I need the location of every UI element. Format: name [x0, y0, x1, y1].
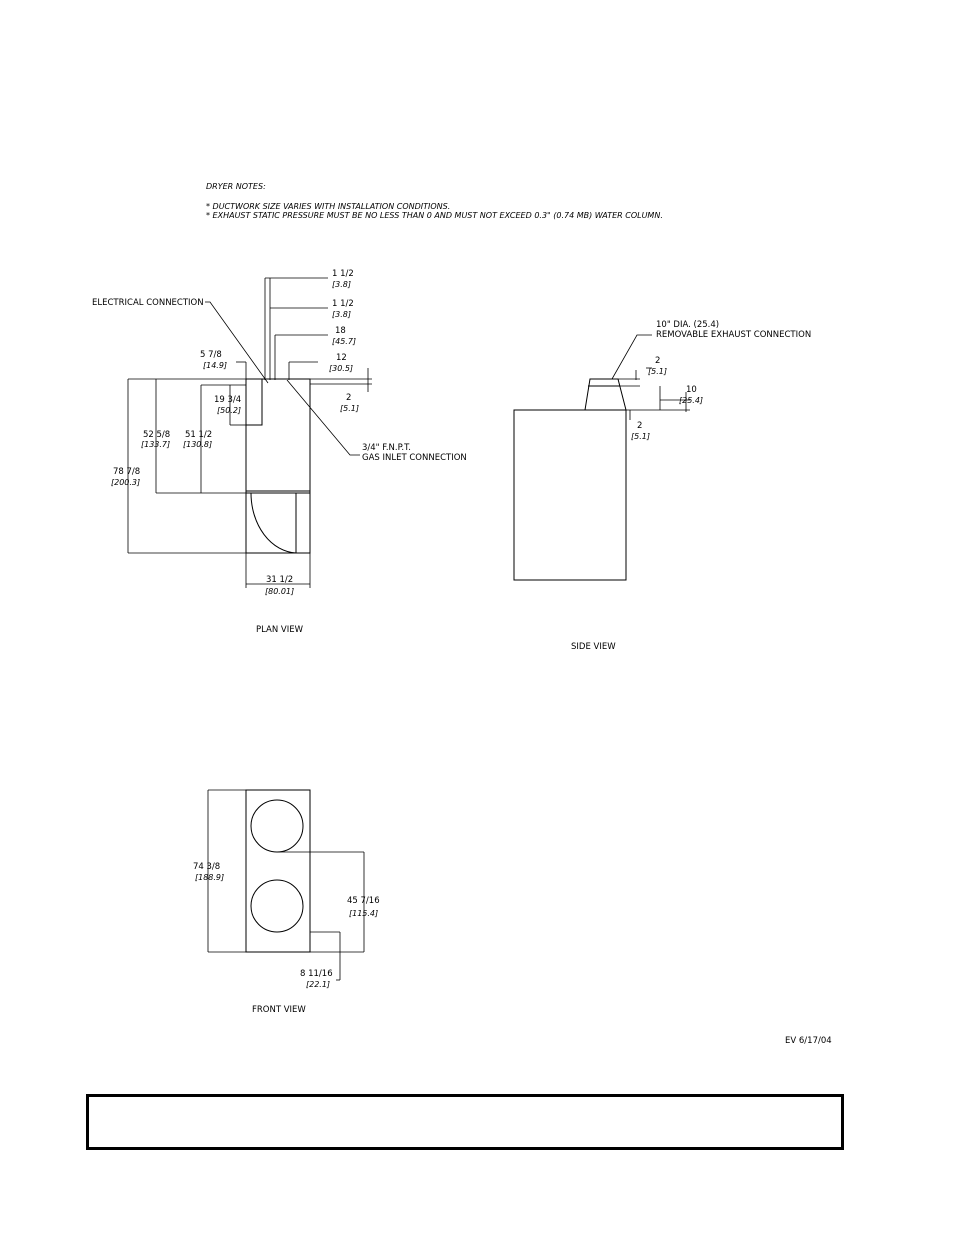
dim-label: 74 3/8 — [193, 862, 220, 872]
front-view: 74 3/8 [188.9] 45 7/16 [115.4] 8 11/16 [… — [193, 789, 380, 1015]
dim-label: [200.3] — [111, 478, 140, 487]
dim-label: [30.5] — [329, 364, 353, 373]
dim-label: [130.8] — [183, 440, 212, 449]
dim-label: [80.01] — [265, 587, 294, 596]
front-cabinet-outline — [245, 789, 311, 953]
dim-label: [14.9] — [203, 361, 227, 370]
electrical-leader — [205, 301, 269, 384]
side-cabinet-outline — [513, 409, 627, 581]
dim-label: 1 1/2 — [332, 299, 354, 309]
dim-label: [188.9] — [195, 873, 224, 882]
side-view: 10" DIA. (25.4) REMOVABLE EXHAUST CONNEC… — [513, 320, 811, 652]
notes-heading: DRYER NOTES: — [206, 182, 266, 191]
dim-label: 2 — [655, 356, 660, 366]
dim-label: 8 11/16 — [300, 969, 333, 979]
plan-door-swing-arc — [250, 492, 297, 554]
plan-door-area — [245, 492, 311, 554]
dim-label: [5.1] — [648, 367, 667, 376]
dim-label: [22.1] — [306, 980, 330, 989]
notes-line-1: * DUCTWORK SIZE VARIES WITH INSTALLATION… — [206, 202, 450, 211]
dim-label: 1 1/2 — [332, 269, 354, 279]
dim-label: 18 — [335, 326, 346, 336]
revision-stamp: EV 6/17/04 — [785, 1036, 832, 1046]
dim-label: [115.4] — [349, 909, 378, 918]
dim-label: 2 — [346, 393, 351, 403]
front-view-title: FRONT VIEW — [252, 1005, 306, 1015]
dim-label: [133.7] — [141, 440, 170, 449]
dim-label: [3.8] — [332, 280, 351, 289]
gas-inlet-leader — [286, 379, 360, 456]
dim-label: 5 7/8 — [200, 350, 222, 360]
dim-label: 19 3/4 — [214, 395, 241, 405]
dim-label: 52 5/8 — [143, 430, 170, 440]
exhaust-leader — [611, 334, 652, 380]
exhaust-label-2: REMOVABLE EXHAUST CONNECTION — [656, 330, 811, 340]
exhaust-label-1: 10" DIA. (25.4) — [656, 320, 719, 330]
electrical-connection-label: ELECTRICAL CONNECTION — [92, 298, 204, 308]
footer-frame — [86, 1094, 844, 1150]
dim-label: 78 7/8 — [113, 467, 140, 477]
gas-inlet-label-1: 3/4" F.N.P.T. — [362, 443, 411, 453]
dim-label: [45.7] — [332, 337, 356, 346]
dim-label: [5.1] — [340, 404, 359, 413]
dim-label: 31 1/2 — [266, 575, 293, 585]
dim-label: [25.4] — [679, 396, 703, 405]
side-view-title: SIDE VIEW — [571, 642, 616, 652]
front-lower-door-circle — [250, 879, 304, 933]
dim-label: 10 — [686, 385, 697, 395]
notes-line-2: * EXHAUST STATIC PRESSURE MUST BE NO LES… — [206, 211, 663, 220]
dim-label: 51 1/2 — [185, 430, 212, 440]
dim-label: [5.1] — [631, 432, 650, 441]
dim-label: 45 7/16 — [347, 896, 380, 906]
dim-label: 12 — [336, 353, 347, 363]
plan-view: ELECTRICAL CONNECTION 1 1/2 [3.8] 1 1/2 … — [92, 269, 467, 635]
plan-view-title: PLAN VIEW — [256, 625, 304, 635]
dim-label: 2 — [637, 421, 642, 431]
front-upper-door-circle — [250, 799, 304, 853]
exhaust-collar — [584, 378, 627, 411]
dim-label: [50.2] — [217, 406, 241, 415]
plan-electrical-box — [245, 378, 263, 426]
gas-inlet-label-2: GAS INLET CONNECTION — [362, 453, 467, 463]
dim-label: [3.8] — [332, 310, 351, 319]
